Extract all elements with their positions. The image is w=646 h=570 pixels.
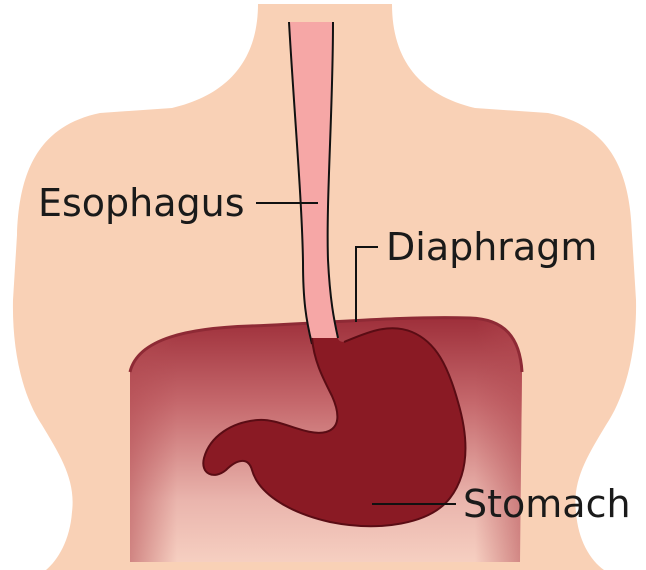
esophagus-label: Esophagus bbox=[38, 181, 245, 225]
stomach-label: Stomach bbox=[463, 482, 631, 526]
diaphragm-label: Diaphragm bbox=[386, 225, 597, 269]
